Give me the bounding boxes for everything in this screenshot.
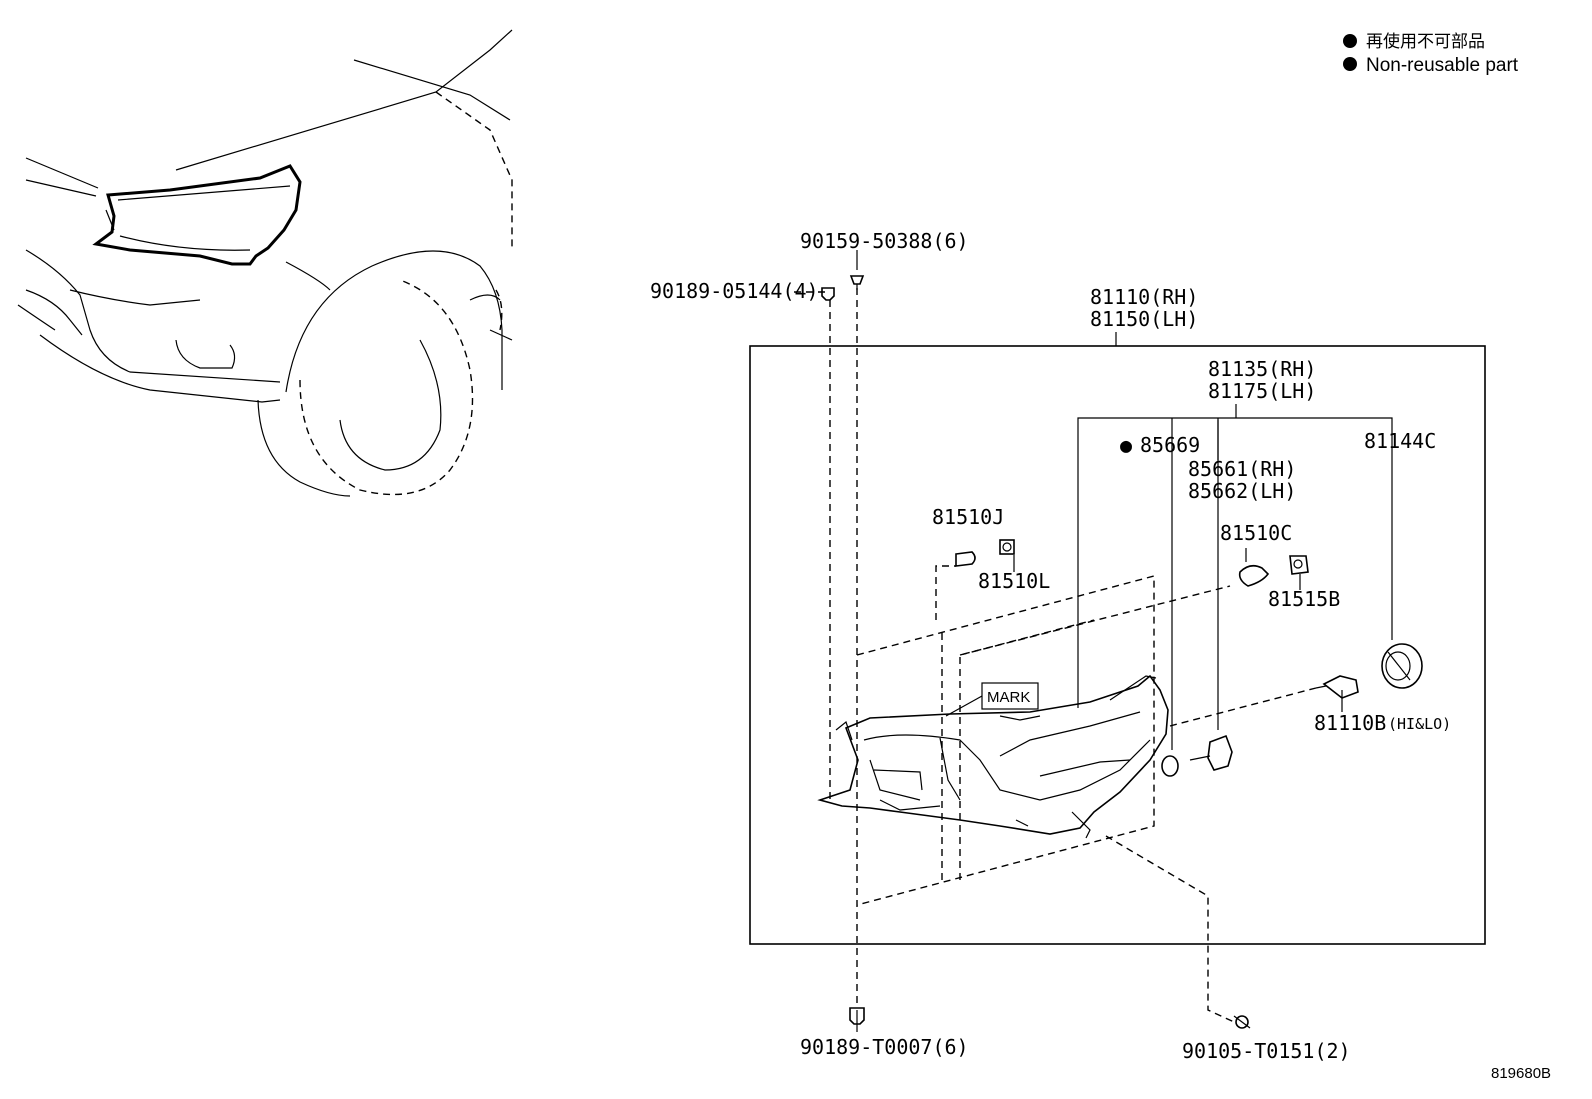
clip-90189-t0007-icon — [849, 1007, 865, 1025]
actuator-85661-icon — [1189, 734, 1233, 771]
figure-id: 819680B — [1491, 1065, 1551, 1082]
label-81515b: 81515B — [1268, 587, 1340, 611]
label-81110b-suffix: (HI&LO) — [1388, 715, 1451, 733]
label-90159-50388: 90159-50388(6) — [800, 229, 969, 253]
label-81110-rh: 81110(RH) — [1090, 285, 1198, 309]
legend-text-japanese: 再使用不可部品 — [1366, 31, 1485, 52]
headlamp-unit — [817, 674, 1169, 839]
label-90189-05144: 90189-05144(4) — [650, 279, 819, 303]
label-90189-t0007: 90189-T0007(6) — [800, 1035, 969, 1059]
gasket-85669-icon — [1161, 755, 1179, 777]
label-85669: 85669 — [1140, 433, 1200, 457]
non-reusable-marker-icon — [1343, 34, 1357, 48]
non-reusable-marker-icon — [1343, 57, 1357, 71]
leader-lines — [794, 250, 1393, 1032]
bulb-81110b-icon — [1315, 675, 1359, 699]
headlamp-assembly-box — [749, 345, 1486, 945]
mark-callout: MARK — [945, 682, 1039, 717]
label-81135-rh: 81135(RH) — [1208, 357, 1316, 381]
label-81510c: 81510C — [1220, 521, 1292, 545]
bulb-81510j-icon — [955, 551, 976, 567]
label-81175-lh: 81175(LH) — [1208, 379, 1316, 403]
label-90105-t0151: 90105-T0151(2) — [1182, 1039, 1351, 1063]
label-81510l: 81510L — [978, 569, 1050, 593]
vehicle-front-illustration — [17, 29, 513, 497]
legend-text-english: Non-reusable part — [1366, 55, 1519, 76]
clip-90189-05144-icon — [821, 287, 835, 301]
label-81110b: 81110B — [1314, 711, 1386, 735]
legend: 再使用不可部品 Non-reusable part — [1343, 31, 1519, 76]
bulb-81510c-icon — [1238, 564, 1270, 587]
non-reusable-marker-85669: ● — [1120, 433, 1132, 457]
label-81510j: 81510J — [932, 505, 1004, 529]
mark-label: MARK — [987, 689, 1030, 706]
label-81144c: 81144C — [1364, 429, 1436, 453]
socket-81515b-icon — [1289, 555, 1309, 575]
cap-81144c-icon — [1381, 643, 1423, 689]
socket-81510l-icon — [999, 539, 1015, 555]
screw-90159-icon — [849, 275, 865, 290]
dashed-guide-lines — [829, 288, 1317, 1023]
label-85662-lh: 85662(LH) — [1188, 479, 1296, 503]
screw-90105-icon — [1233, 1015, 1251, 1029]
part-labels: 90159-50388(6) 90189-05144(4) 81110(RH) … — [650, 229, 1451, 1063]
label-85661-rh: 85661(RH) — [1188, 457, 1296, 481]
label-81150-lh: 81150(LH) — [1090, 307, 1198, 331]
